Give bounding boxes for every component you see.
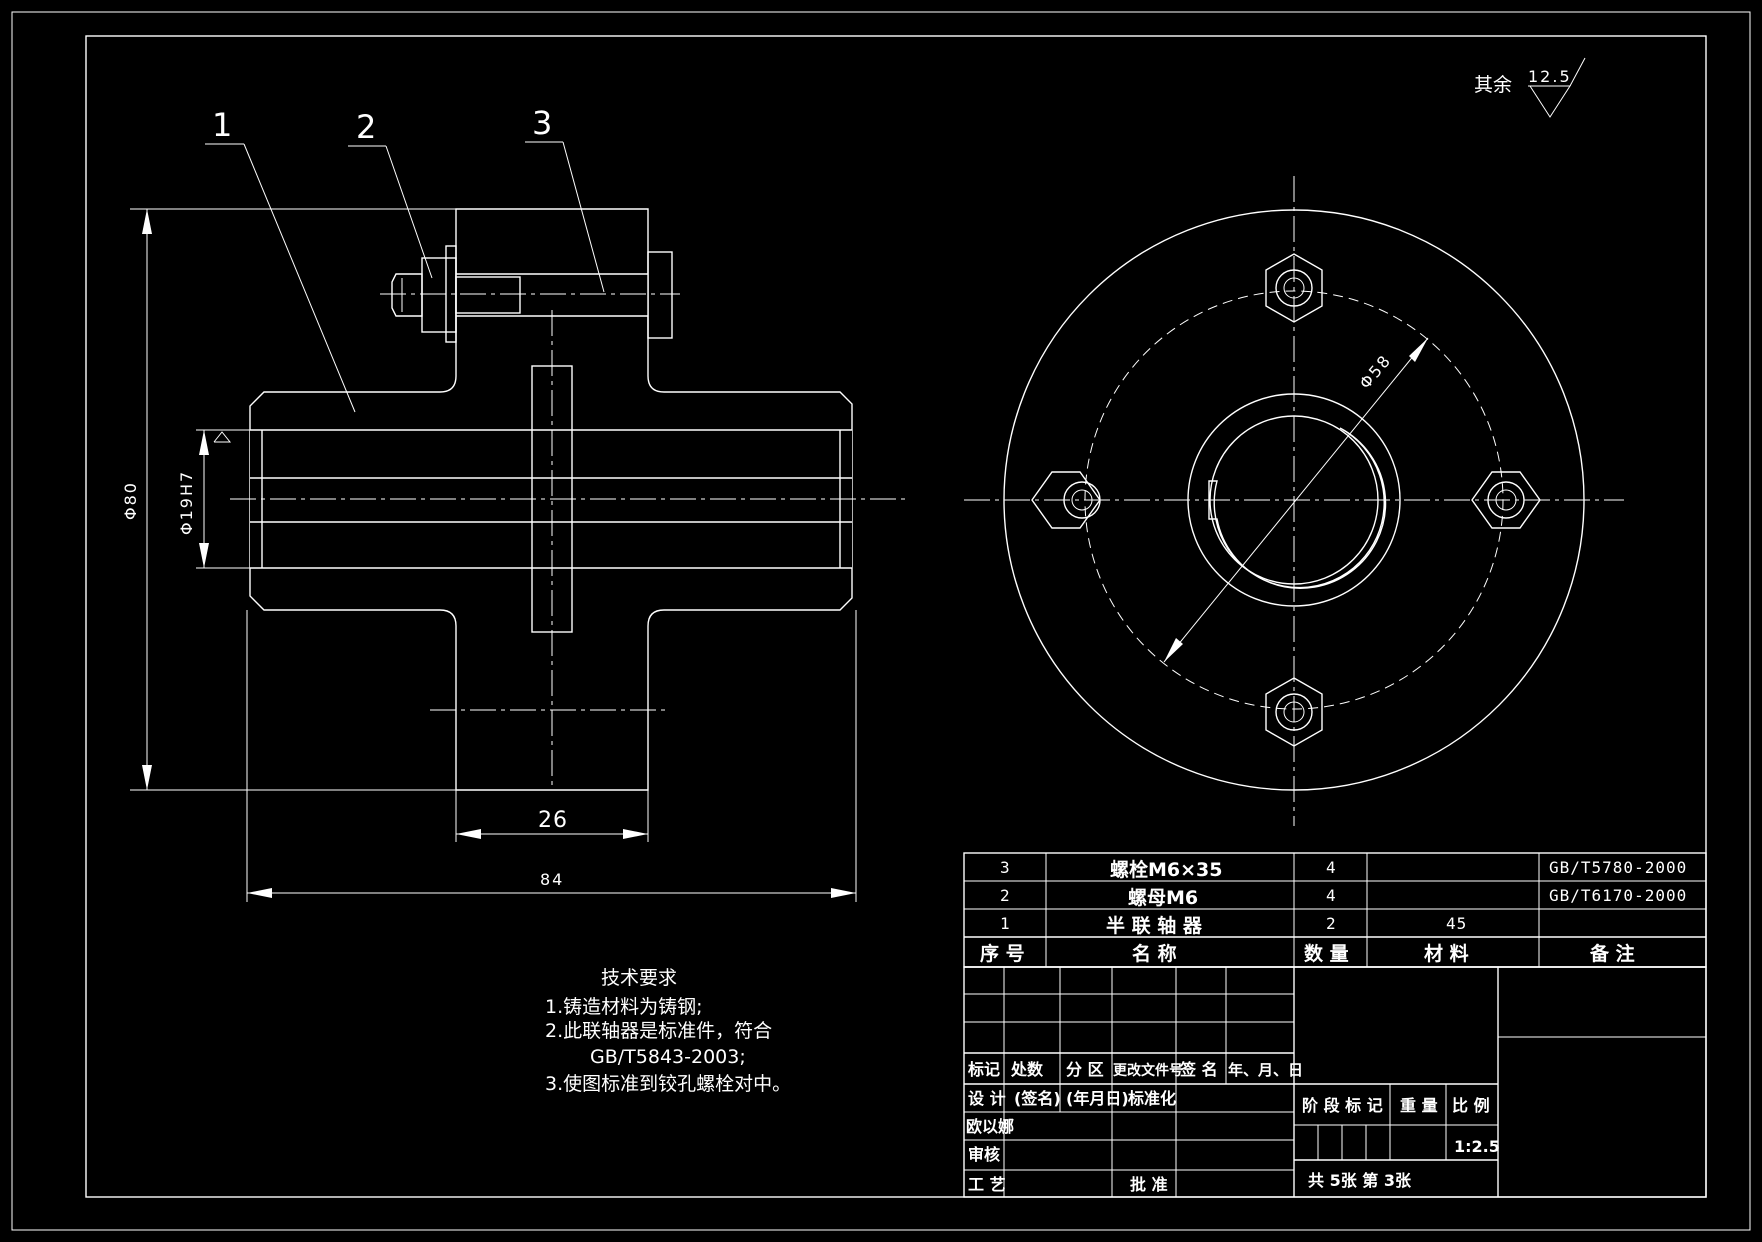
dim-outer-diameter: Φ80 — [121, 481, 140, 520]
tech-requirements: 技术要求 1.铸造材料为铸钢; 2.此联轴器是标准件，符合 GB/T5843-2… — [545, 967, 791, 1095]
tech-item: GB/T5843-2003; — [590, 1046, 746, 1068]
date-label: (年月日) — [1066, 1089, 1129, 1108]
bore-keyway — [1208, 427, 1387, 589]
bolt-end — [391, 273, 423, 317]
part-label-3: 3 — [532, 104, 552, 142]
bom-remark: GB/T6170-2000 — [1549, 886, 1687, 905]
dim-bore: Φ19H7 — [177, 470, 196, 535]
part-label-2: 2 — [356, 108, 376, 146]
bom-qty: 4 — [1326, 886, 1337, 905]
end-view: Φ58 — [964, 176, 1624, 826]
design-label: 设 计 — [968, 1089, 1006, 1108]
scale-value: 1:2.5 — [1454, 1137, 1500, 1156]
drafter-name: 欧以娜 — [966, 1117, 1014, 1136]
part-label-1: 1 — [212, 106, 232, 144]
bore-roughness-mark — [213, 431, 232, 443]
change-header: 处数 — [1010, 1060, 1044, 1079]
nut — [421, 257, 457, 333]
tech-item: 2.此联轴器是标准件，符合 — [545, 1020, 772, 1042]
review-label: 审核 — [968, 1145, 1000, 1164]
approve-label: 批 准 — [1130, 1175, 1168, 1194]
stage-mark-label: 阶 段 标 记 — [1302, 1096, 1383, 1115]
bom-header-material: 材 料 — [1424, 942, 1469, 965]
nut-bottom — [1265, 677, 1323, 747]
bom-no: 1 — [1000, 914, 1011, 933]
nut-left — [1031, 471, 1101, 529]
bom-header-remark: 备 注 — [1589, 942, 1635, 965]
bom-remark: GB/T5780-2000 — [1549, 858, 1687, 877]
nut-right — [1471, 471, 1541, 529]
bom-header-no: 序 号 — [980, 942, 1025, 965]
bom-name: 半 联 轴 器 — [1106, 914, 1203, 937]
change-header: 年、月、日 — [1228, 1061, 1303, 1079]
change-header: 标记 — [967, 1060, 1000, 1079]
bom-header-qty: 数 量 — [1304, 942, 1349, 965]
process-label: 工 艺 — [968, 1175, 1006, 1194]
tech-item: 3.使图标准到铰孔螺栓对中。 — [545, 1073, 791, 1095]
bom-qty: 2 — [1326, 914, 1337, 933]
bom-name: 螺栓M6×35 — [1110, 858, 1223, 881]
tech-title: 技术要求 — [601, 967, 677, 989]
section-view: Φ80 Φ19H7 26 84 1 2 3 — [121, 104, 905, 902]
change-header: 签 名 — [1179, 1060, 1218, 1079]
inner-border — [85, 35, 1707, 1198]
sheet-count: 共 5张 第 3张 — [1308, 1171, 1412, 1190]
dim-hub-width: 26 — [538, 808, 568, 833]
standardize-label: 标准化 — [1127, 1089, 1176, 1108]
bolt-head — [647, 251, 673, 339]
change-header: 更改文件号 — [1113, 1062, 1183, 1079]
nut-top — [1265, 253, 1323, 323]
signature-label: (签名) — [1014, 1089, 1061, 1108]
bom-name: 螺母M6 — [1128, 887, 1198, 909]
outer-border — [11, 11, 1751, 1231]
scale-label: 比 例 — [1452, 1096, 1490, 1115]
bom-qty: 4 — [1326, 858, 1337, 877]
roughness-value: 12.5 — [1528, 67, 1572, 86]
title-block: 3 螺栓M6×35 4 GB/T5780-2000 2 螺母M6 4 GB/T6… — [963, 852, 1707, 1198]
bom-no: 2 — [1000, 886, 1011, 905]
tech-item: 1.铸造材料为铸钢; — [545, 996, 703, 1018]
bom-header-name: 名 称 — [1132, 942, 1177, 965]
bom-material: 45 — [1446, 914, 1467, 933]
roughness-prefix: 其余 — [1474, 74, 1512, 96]
dim-total-length: 84 — [540, 870, 564, 889]
surface-roughness-symbol: 其余 12.5 — [1474, 57, 1586, 118]
weight-label: 重 量 — [1400, 1096, 1438, 1115]
change-header: 分 区 — [1066, 1060, 1104, 1079]
bom-no: 3 — [1000, 858, 1011, 877]
